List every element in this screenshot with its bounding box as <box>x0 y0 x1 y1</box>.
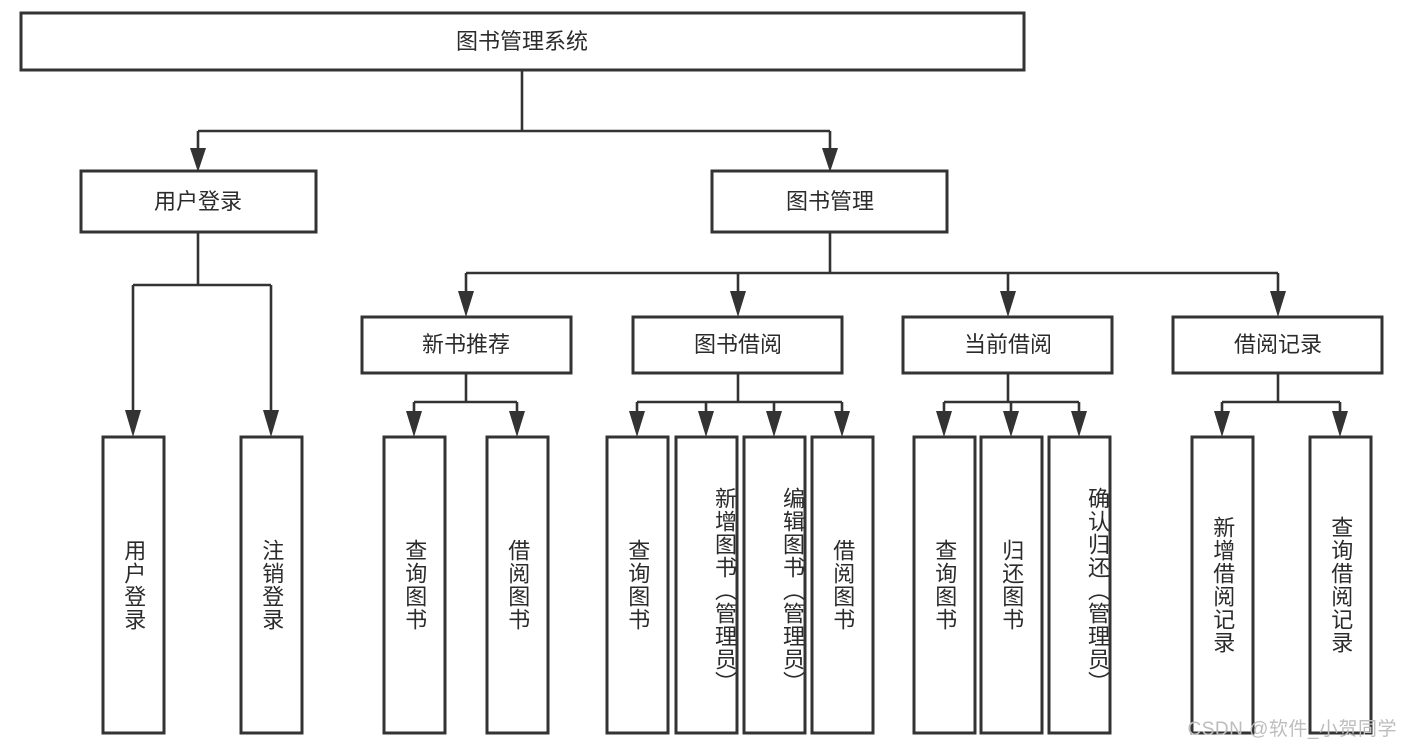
arrow-to-leaf-borrow-book-2 <box>834 411 850 437</box>
arrow-to-leaf-query-book-3 <box>936 411 952 437</box>
arrow-to-leaf-borrow-book-1 <box>509 411 525 437</box>
arrow-to-book-management <box>822 148 838 172</box>
node-leaf-add-book[interactable] <box>674 435 739 735</box>
label-book-management: 图书管理 <box>786 189 874 214</box>
label-leaf-return-book: 归还图书 <box>999 539 1025 631</box>
node-borrow-record[interactable] <box>1171 315 1384 375</box>
arrow-to-leaf-query-record <box>1332 411 1348 437</box>
arrow-to-leaf-query-book-2 <box>629 411 645 437</box>
label-leaf-logout-login: 注销登录 <box>259 539 285 631</box>
label-leaf-query-book-2: 查询图书 <box>625 539 651 631</box>
arrow-to-new-book-recommend <box>458 291 474 317</box>
arrow-to-leaf-logout-login <box>263 410 279 437</box>
label-leaf-query-book-1: 查询图书 <box>402 539 428 631</box>
node-leaf-borrow-book-2[interactable] <box>810 435 875 735</box>
node-leaf-confirm-return[interactable] <box>1047 435 1112 735</box>
label-leaf-borrow-book-2: 借阅图书 <box>830 539 856 631</box>
label-user-login: 用户登录 <box>154 189 242 214</box>
label-leaf-add-book: 新增图书（管理员） <box>712 486 737 694</box>
arrow-to-leaf-query-book-1 <box>406 411 422 437</box>
label-new-book-recommend: 新书推荐 <box>422 332 510 357</box>
arrow-to-borrow-record <box>1270 291 1286 317</box>
label-leaf-query-record: 查询借阅记录 <box>1328 516 1354 654</box>
arrow-to-leaf-edit-book <box>766 411 782 437</box>
node-new-book-recommend[interactable] <box>360 315 573 375</box>
node-leaf-add-record[interactable] <box>1190 435 1255 735</box>
label-book-borrow: 图书借阅 <box>694 332 782 357</box>
watermark: CSDN @软件_小贺同学 <box>1187 719 1397 740</box>
node-book-borrow[interactable] <box>631 315 844 375</box>
arrow-to-leaf-user-login <box>125 410 141 437</box>
arrow-to-book-borrow <box>730 291 746 317</box>
node-boxes <box>19 11 1384 735</box>
node-leaf-logout-login[interactable] <box>239 435 304 735</box>
label-leaf-user-login: 用户登录 <box>121 539 147 631</box>
arrow-to-leaf-confirm-return <box>1071 411 1087 437</box>
arrow-to-current-borrow <box>1000 291 1016 317</box>
label-leaf-add-record: 新增借阅记录 <box>1210 516 1236 654</box>
node-leaf-return-book[interactable] <box>979 435 1044 735</box>
node-leaf-user-login[interactable] <box>101 435 166 735</box>
arrow-to-leaf-add-book <box>698 411 714 437</box>
node-leaf-borrow-book-1[interactable] <box>485 435 550 735</box>
label-borrow-record: 借阅记录 <box>1234 332 1322 357</box>
label-leaf-borrow-book-1: 借阅图书 <box>505 539 531 631</box>
arrow-to-user-login <box>190 148 206 172</box>
label-current-borrow: 当前借阅 <box>964 332 1052 357</box>
node-leaf-edit-book[interactable] <box>742 435 807 735</box>
arrowheads <box>125 148 1348 437</box>
label-leaf-query-book-3: 查询图书 <box>932 539 958 631</box>
node-root[interactable] <box>19 11 1026 72</box>
node-leaf-query-record[interactable] <box>1308 435 1373 735</box>
node-labels-horizontal: 图书管理系统 用户登录 图书管理 新书推荐 图书借阅 当前借阅 借阅记录 <box>154 29 1322 357</box>
node-current-borrow[interactable] <box>901 315 1114 375</box>
node-leaf-query-book-3[interactable] <box>912 435 977 735</box>
node-leaf-query-book-1[interactable] <box>382 435 447 735</box>
label-leaf-confirm-return: 确认归还（管理员） <box>1085 486 1110 694</box>
node-book-management[interactable] <box>710 169 949 234</box>
arrow-to-leaf-add-record <box>1214 411 1230 437</box>
label-root: 图书管理系统 <box>456 29 588 54</box>
node-user-login[interactable] <box>79 169 318 234</box>
node-leaf-query-book-2[interactable] <box>605 435 670 735</box>
arrow-to-leaf-return-book <box>1003 411 1019 437</box>
label-leaf-edit-book: 编辑图书（管理员） <box>780 486 805 694</box>
